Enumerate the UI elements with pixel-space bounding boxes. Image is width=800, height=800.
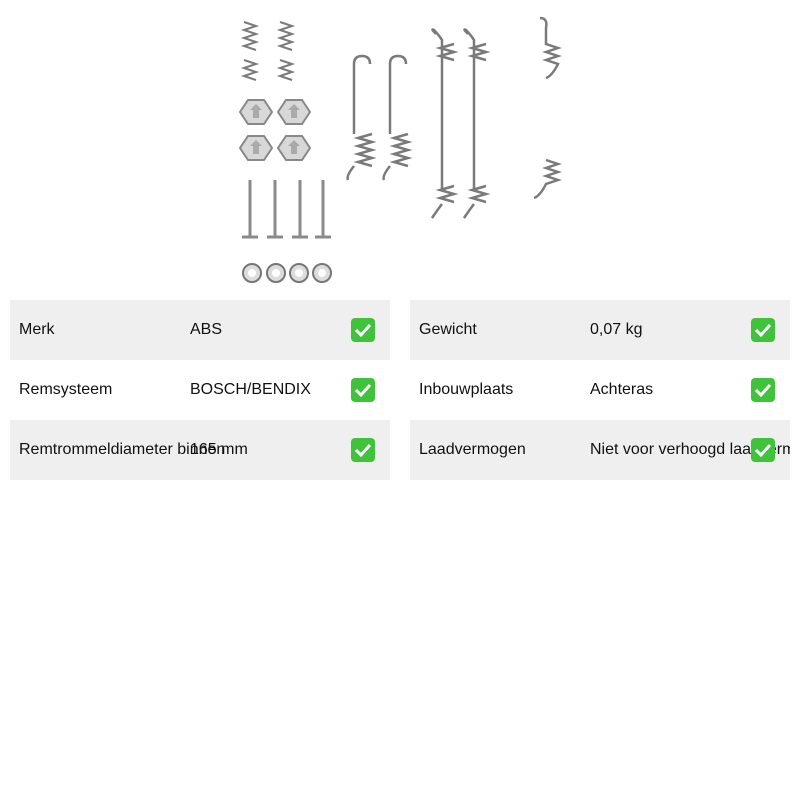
retainer-cups [238, 99, 312, 161]
spec-value: Achteras [590, 381, 654, 398]
return-springs [533, 16, 562, 200]
small-springs [240, 21, 296, 81]
hold-down-pins [242, 180, 331, 239]
spec-label: Remtrommeldiameter binnen [19, 441, 226, 458]
spec-value: 0,07 kg [590, 321, 643, 338]
spec-label: Laadvermogen [419, 441, 526, 458]
check-mark-icon [351, 318, 375, 342]
spec-row-remsysteem: Remsysteem BOSCH/BENDIX [10, 360, 390, 420]
spec-label: Gewicht [419, 321, 477, 338]
spec-label: Merk [19, 321, 55, 338]
check-mark-icon [751, 438, 775, 462]
spec-row-inbouwplaats: Inbouwplaats Achteras [410, 360, 790, 420]
check-mark-icon [351, 438, 375, 462]
check-mark-icon [751, 378, 775, 402]
clips [242, 263, 332, 283]
spec-row-gewicht: Gewicht 0,07 kg [410, 300, 790, 360]
spec-row-laadvermogen: Laadvermogen Niet voor verhoogd laadverm… [410, 420, 790, 480]
spec-label: Inbouwplaats [419, 381, 514, 398]
spec-row-remtrommeldiameter: Remtrommeldiameter binnen 165 mm [10, 420, 390, 480]
spec-table-left: Merk ABS Remsysteem BOSCH/BENDIX Remtrom… [10, 300, 390, 480]
check-mark-icon [351, 378, 375, 402]
spec-value: Niet voor verhoogd laadvermogen [590, 441, 790, 458]
spec-label: Remsysteem [19, 381, 113, 398]
spec-row-merk: Merk ABS [10, 300, 390, 360]
check-mark-icon [751, 318, 775, 342]
spec-value: ABS [190, 321, 223, 338]
brake-hardware-kit-image [238, 16, 562, 283]
spec-table-right: Gewicht 0,07 kg Inbouwplaats Achteras La… [410, 300, 790, 480]
hook-springs [346, 54, 413, 181]
long-springs [430, 28, 491, 219]
spec-value: 165 mm [190, 441, 248, 458]
spec-value: BOSCH/BENDIX [190, 381, 311, 398]
